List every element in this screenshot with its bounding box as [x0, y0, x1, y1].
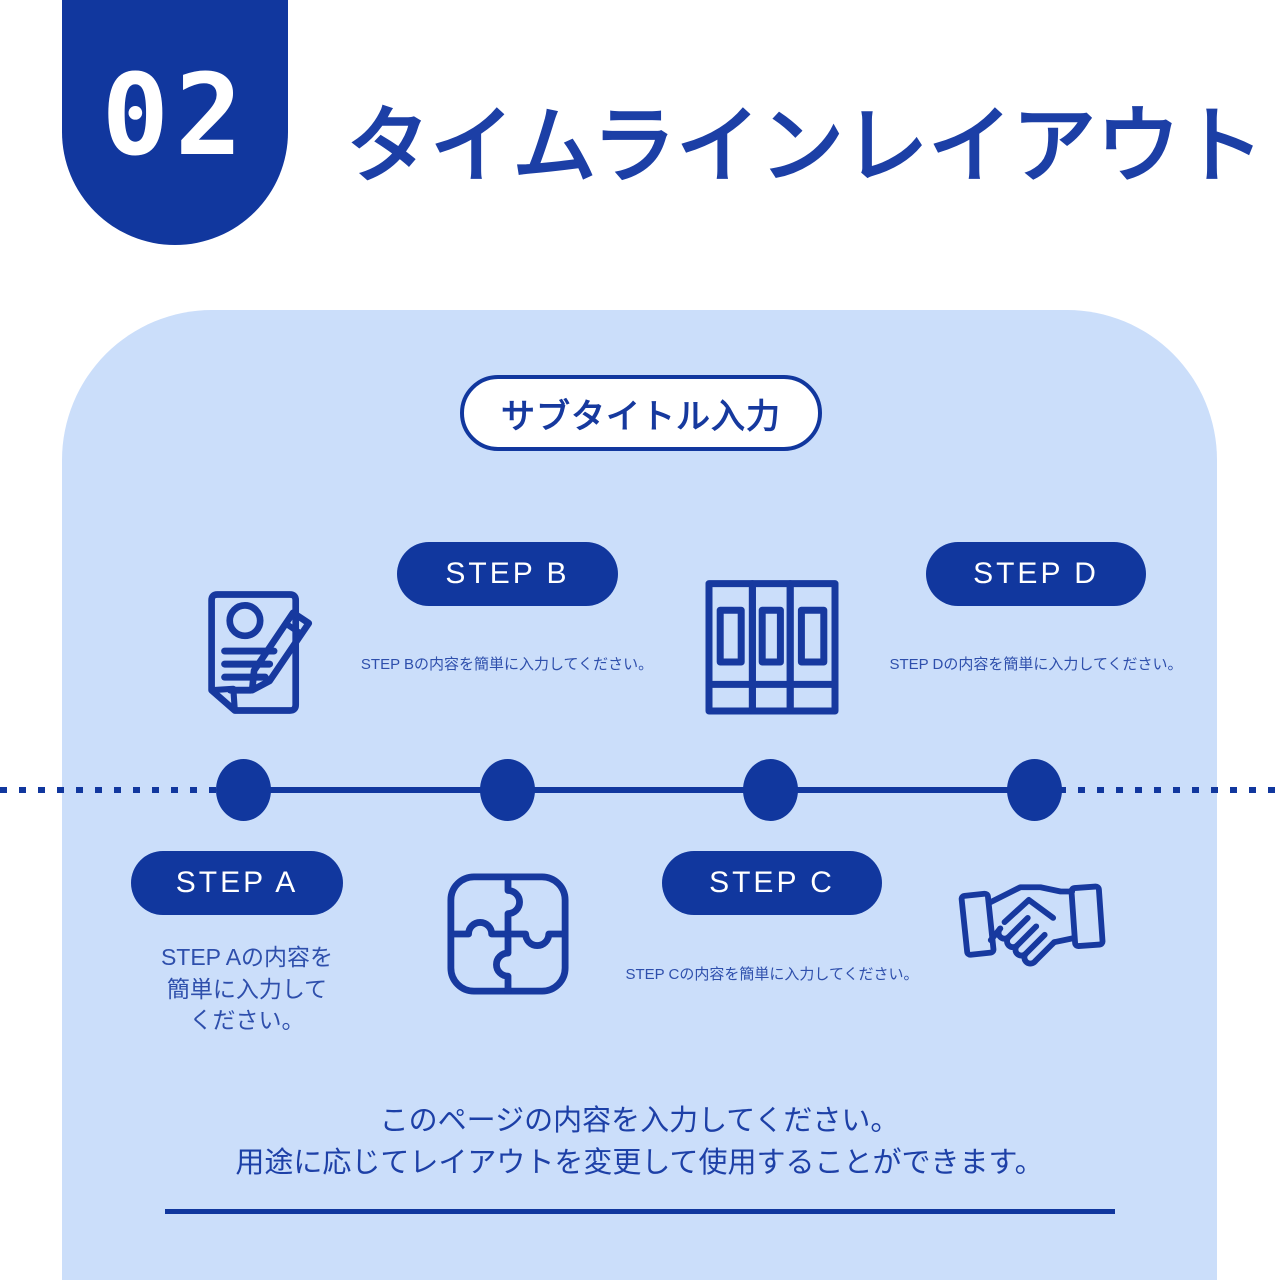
step-a-description-line2: 簡単に入力して — [166, 975, 328, 1002]
page-title: タイムラインレイアウト — [346, 99, 1265, 193]
step-d-label: STEP D — [973, 557, 1099, 590]
timeline-dot-3 — [743, 759, 798, 821]
timeline-solid-line — [243, 787, 1034, 793]
handshake-icon — [958, 873, 1106, 985]
timeline-dot-2 — [480, 759, 535, 821]
document-pencil-icon — [183, 580, 333, 725]
section-number: 02 — [101, 50, 249, 181]
subtitle-pill: サブタイトル入力 — [460, 375, 822, 451]
step-b-pill: STEP B — [397, 542, 618, 606]
step-a-description: STEP Aの内容を 簡単に入力して ください。 — [127, 942, 367, 1037]
timeline-dot-4 — [1007, 759, 1062, 821]
footer-note-line2: 用途に応じてレイアウトを変更して使用することができます。 — [235, 1147, 1044, 1180]
footer-note: このページの内容を入力してください。 用途に応じてレイアウトを変更して使用するこ… — [62, 1100, 1217, 1184]
step-b-label: STEP B — [445, 557, 570, 590]
step-a-label: STEP A — [175, 866, 299, 899]
footer-rule — [165, 1209, 1115, 1214]
step-a-pill: STEP A — [131, 851, 343, 915]
timeline-dotted-left — [0, 787, 235, 793]
timeline-dot-1 — [216, 759, 271, 821]
section-number-badge: 02 — [62, 0, 288, 245]
subtitle-text: サブタイトル入力 — [501, 397, 781, 436]
step-c-label: STEP C — [709, 866, 835, 899]
step-d-pill: STEP D — [926, 542, 1146, 606]
step-c-description: STEP Cの内容を簡単に入力してください。 — [625, 966, 919, 983]
step-a-description-line3: ください。 — [189, 1007, 305, 1034]
step-d-description: STEP Dの内容を簡単に入力してください。 — [889, 656, 1183, 673]
puzzle-icon — [440, 866, 576, 1002]
timeline-dotted-right — [1040, 787, 1280, 793]
footer-note-line1: このページの内容を入力してください。 — [379, 1105, 900, 1137]
step-b-description: STEP Bの内容を簡単に入力してください。 — [360, 656, 654, 673]
step-c-pill: STEP C — [662, 851, 882, 915]
step-a-description-line1: STEP Aの内容を — [160, 944, 334, 970]
binders-icon — [702, 578, 842, 718]
